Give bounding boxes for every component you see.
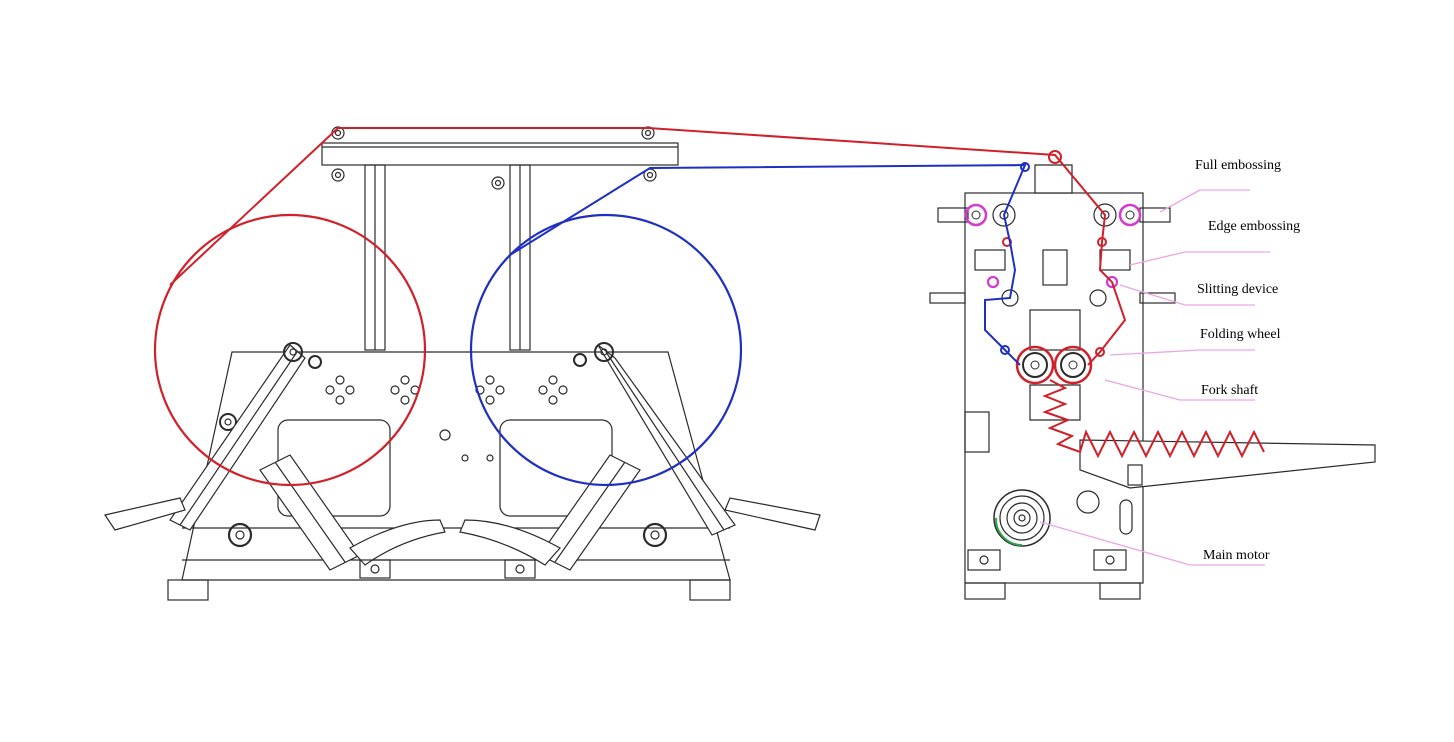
folded-stack (1042, 379, 1265, 459)
processing-unit (929, 164, 1376, 600)
leader-lines (1039, 189, 1270, 566)
label-fork-shaft: Fork shaft (1201, 383, 1259, 398)
red-parent-roll (153, 213, 427, 487)
label-edge-embossing: Edge embossing (1208, 219, 1301, 234)
folding-wheels (1015, 345, 1093, 385)
blue-parent-roll (469, 213, 743, 487)
top-beam (321, 142, 679, 166)
unwind-stand (104, 126, 821, 601)
label-folding-wheel: Folding wheel (1200, 327, 1281, 342)
label-full-embossing: Full embossing (1195, 158, 1281, 173)
red-web-path (169, 127, 1127, 366)
label-slitting-device: Slitting device (1197, 282, 1279, 297)
blue-web-path (509, 163, 1027, 366)
output-tray (1079, 439, 1376, 489)
label-main-motor: Main motor (1203, 548, 1270, 563)
